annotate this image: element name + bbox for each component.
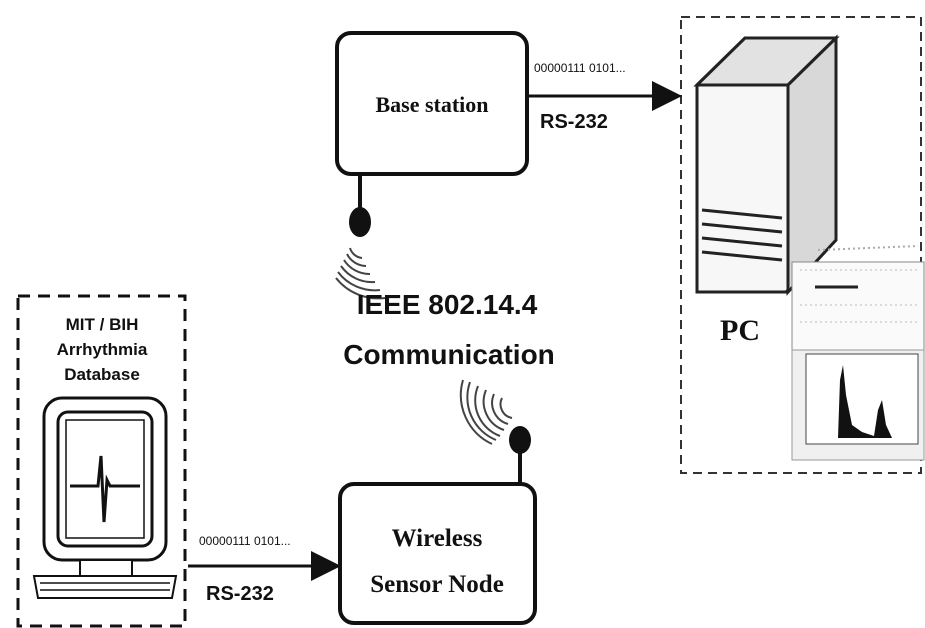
sensor-node-label-line2: Sensor Node xyxy=(370,571,504,598)
base-station-antenna-icon xyxy=(349,174,371,237)
database-label-line1: MIT / BIH xyxy=(66,315,139,334)
bottom-link-protocol: RS-232 xyxy=(206,583,274,605)
sensor-node-signal-waves-icon xyxy=(459,379,513,445)
database-label-line2: Arrhythmia xyxy=(57,340,148,359)
wireless-sensor-node-box xyxy=(338,482,537,625)
pc-tower-icon xyxy=(693,34,840,296)
database-label-line3: Database xyxy=(64,365,140,384)
sensor-node-label-line1: Wireless xyxy=(392,525,483,552)
sensor-node-antenna-icon xyxy=(509,426,531,484)
pc-dashed-frame xyxy=(680,16,922,474)
ecg-monitor-icon xyxy=(32,396,178,599)
bottom-link-bits: 00000111 0101... xyxy=(199,534,291,548)
base-station-box xyxy=(335,31,529,176)
pc-label: PC xyxy=(720,314,760,347)
base-station-signal-waves-icon xyxy=(335,247,386,300)
wireless-protocol-label: IEEE 802.14.4 xyxy=(357,289,538,320)
ecg-software-window-icon xyxy=(791,245,925,461)
database-dashed-frame xyxy=(16,294,187,628)
base-station-label: Base station xyxy=(375,92,488,117)
wireless-communication-label: Communication xyxy=(343,339,555,370)
top-link-bits: 00000111 0101... xyxy=(534,61,626,75)
top-link-protocol: RS-232 xyxy=(540,111,608,133)
